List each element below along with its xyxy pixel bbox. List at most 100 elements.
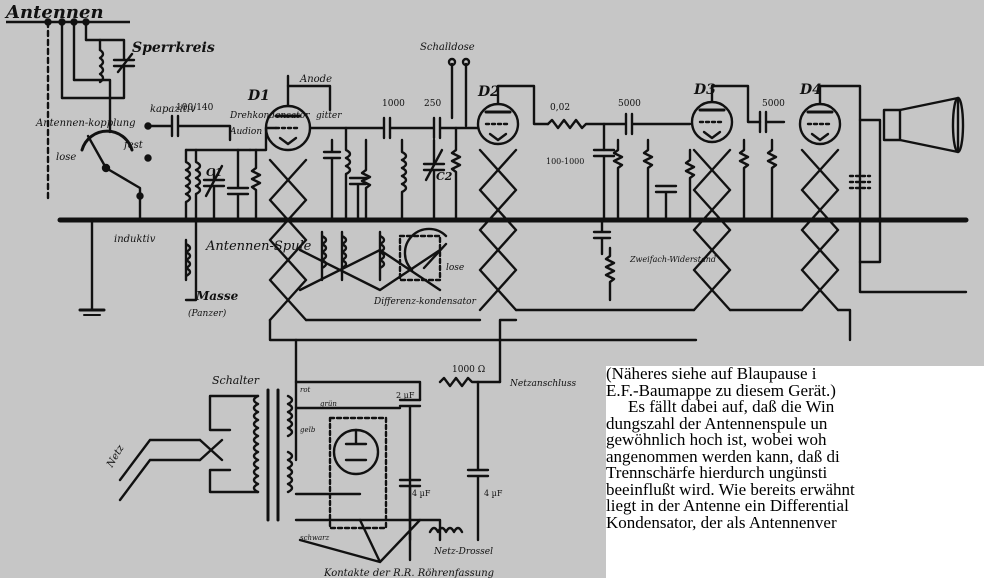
label-100-1000: 100-1000 — [546, 157, 584, 166]
resistor-2 — [642, 138, 654, 220]
coupling-out — [104, 166, 142, 220]
speaker-mouth — [951, 96, 965, 154]
rectifier-electrodes — [344, 428, 368, 462]
filament-twist-mid — [298, 248, 442, 292]
label-1000-ohm: 1000 Ω — [452, 365, 485, 375]
label-d2: D2 — [477, 84, 500, 100]
masse-lead — [184, 218, 198, 302]
differenz-arc — [403, 227, 448, 272]
label-1000: 1000 — [382, 99, 405, 109]
cap-5000-a — [602, 112, 692, 136]
reaction-coil — [378, 230, 386, 282]
d4-anode-lead — [818, 84, 968, 294]
rectifier-socket — [328, 416, 388, 530]
label-antennen-kopplung: Antennen-kopplung — [35, 118, 136, 129]
resistor-15-b — [766, 138, 778, 220]
c1-arrow — [204, 164, 224, 198]
label-anode: Anode — [299, 74, 332, 85]
differenz-box — [398, 234, 442, 282]
antenna-coil-lower — [184, 238, 192, 282]
input-coil-2 — [194, 148, 202, 220]
input-coil — [184, 148, 192, 220]
cap-1uf — [226, 148, 250, 220]
label-250: 250 — [424, 99, 441, 109]
filament-bus — [268, 308, 852, 342]
label-fest: fest — [123, 140, 144, 151]
label-5000-a: 5000 — [618, 99, 641, 109]
wire-rot: rot — [300, 386, 311, 394]
label-audion: Audion — [229, 127, 262, 137]
trap-capacitor — [60, 38, 136, 100]
tube-d4-filament — [810, 132, 830, 142]
cap-5000-b — [758, 110, 786, 134]
filament-twist-4 — [800, 148, 840, 312]
antenna-series-cap — [146, 114, 232, 142]
article-line: beeinflußt wird. Wie bereits erwähnt — [606, 479, 855, 499]
label-kapazitiv: kapazitiv — [150, 104, 196, 115]
tube-d2-filament — [488, 132, 508, 142]
article-line: angenommen werden kann, daß di — [606, 446, 840, 466]
label-d3: D3 — [693, 82, 716, 98]
differenz-arrow — [422, 242, 448, 270]
speaker-lead — [858, 118, 882, 264]
speaker-horn — [898, 96, 960, 154]
cap-1uf-right — [592, 218, 612, 256]
article-text: (Näheres siehe auf Blaupause i E.F.-Baum… — [606, 366, 984, 578]
mains-cord — [118, 438, 202, 502]
cathode-resistor — [684, 148, 696, 220]
label-schalldose: Schalldose — [420, 42, 475, 53]
cathode-bypass — [654, 184, 678, 220]
label-induktiv: induktiv — [114, 234, 156, 245]
article-line: liegt in der Antenne ein Differential — [606, 496, 849, 515]
resistor-002 — [546, 118, 606, 152]
coupling-arc — [80, 129, 134, 152]
d2-anode-lead — [496, 84, 550, 126]
schalldose-terminal-2 — [461, 57, 471, 67]
filament-twist-3 — [692, 148, 732, 312]
label-d1: D1 — [247, 88, 270, 104]
label-100-140: 100/140 — [176, 103, 214, 113]
filament-twist-2 — [478, 148, 518, 312]
mains-switch — [198, 394, 260, 494]
coupling-lever — [86, 134, 108, 170]
article-line: dungszahl der Antennenspule un — [606, 413, 828, 433]
title-antennen: Antennen — [4, 2, 104, 23]
resistor-1000 — [438, 376, 502, 388]
coupling-lead — [72, 78, 112, 134]
cap-100-1000 — [592, 148, 616, 220]
wire-gelb: gelb — [300, 426, 316, 434]
schalldose-terminal-1 — [447, 57, 457, 67]
bypass-cap-1 — [322, 138, 342, 220]
wire-gruen: grün — [320, 400, 337, 408]
article-line: Trennschärfe hierdurch ungünsti — [606, 463, 828, 482]
tap-2 — [144, 154, 152, 162]
label-lose-right: lose — [446, 263, 464, 273]
psu-out — [498, 318, 518, 384]
c2-arrow — [424, 148, 444, 182]
label-sperrkreis: Sperrkreis — [132, 40, 215, 56]
label-4uf-a: 4 µF — [412, 489, 431, 498]
article-line: Kondensator, der als Antennenver — [606, 512, 837, 532]
differenz-coils — [320, 230, 348, 282]
label-c2: C2 — [436, 170, 453, 183]
tuned-coil-2 — [400, 138, 408, 220]
label-5000-b: 5000 — [762, 99, 785, 109]
label-masse-sub: (Panzer) — [188, 308, 227, 319]
d1-anode-lead — [286, 84, 332, 112]
label-4uf-b: 4 µF — [484, 489, 503, 498]
label-zweifach: Zweifach-Widerstand — [629, 255, 716, 264]
article-line: E.F.-Baumappe zu diesem Gerät.) — [606, 380, 836, 400]
d1-grid-lead — [248, 126, 278, 152]
output-cap — [848, 174, 872, 190]
label-lose: lose — [56, 152, 76, 163]
bypass-cap-2 — [348, 176, 368, 220]
rf-choke — [344, 126, 352, 220]
label-002: 0,02 — [550, 103, 570, 113]
label-d4: D4 — [799, 82, 822, 98]
tube-d1-filament — [278, 136, 298, 146]
schalldose-leads — [450, 62, 468, 128]
filament-twist-1 — [268, 158, 308, 322]
article-line: Es fällt dabei auf, daß die Win — [628, 397, 835, 416]
d3-anode-lead — [710, 84, 762, 124]
psu-wiring — [294, 380, 442, 542]
